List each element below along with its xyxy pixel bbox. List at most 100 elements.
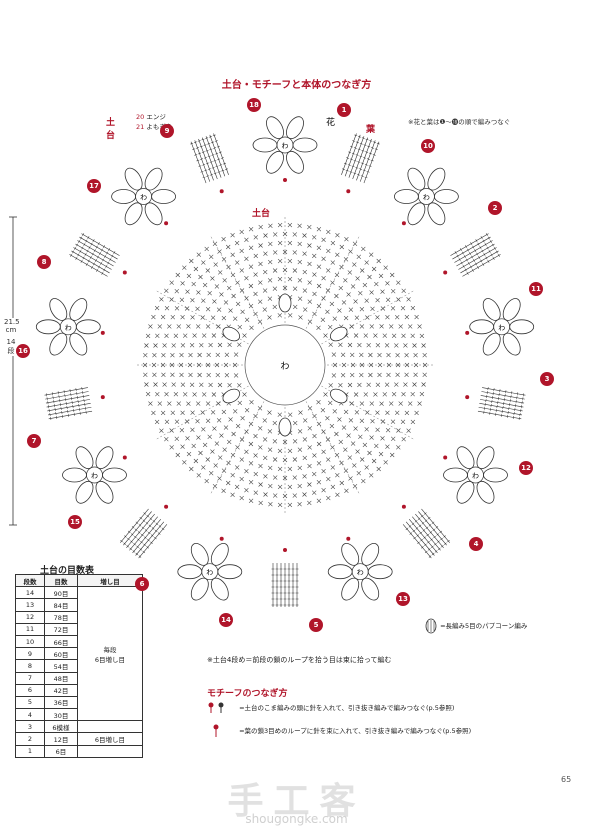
single-crochet-mark bbox=[226, 460, 231, 466]
single-crochet-mark bbox=[334, 272, 340, 278]
single-crochet-mark bbox=[237, 342, 242, 348]
single-crochet-mark bbox=[230, 272, 236, 278]
dimension-label: 21.5 cm 14 段 bbox=[4, 318, 20, 356]
single-crochet-mark bbox=[226, 285, 232, 291]
single-crochet-mark bbox=[232, 408, 238, 414]
single-crochet-mark bbox=[226, 264, 231, 270]
single-crochet-mark bbox=[277, 502, 283, 508]
single-crochet-mark bbox=[179, 427, 185, 433]
single-crochet-mark bbox=[312, 453, 317, 458]
single-crochet-mark bbox=[230, 472, 235, 478]
single-crochet-mark bbox=[161, 372, 166, 378]
single-crochet-mark bbox=[248, 264, 254, 270]
single-crochet-mark bbox=[384, 382, 390, 388]
single-crochet-mark bbox=[388, 324, 394, 329]
single-crochet-mark bbox=[253, 490, 259, 496]
row-number: 12 bbox=[15, 610, 45, 624]
single-crochet-mark bbox=[262, 307, 268, 312]
join-point bbox=[401, 221, 406, 226]
single-crochet-mark bbox=[292, 475, 298, 480]
watermark-url: shougongke.com bbox=[245, 812, 348, 826]
single-crochet-mark bbox=[151, 410, 156, 416]
yarn-row: 21 よもぎ色 bbox=[136, 123, 173, 131]
single-crochet-mark bbox=[201, 333, 207, 338]
single-crochet-mark bbox=[164, 436, 169, 442]
single-crochet-mark bbox=[208, 382, 213, 388]
single-crochet-mark bbox=[394, 314, 400, 320]
leaf-label: 葉 bbox=[365, 123, 376, 135]
single-crochet-mark bbox=[379, 401, 384, 407]
popcorn-stitch bbox=[222, 326, 241, 342]
single-crochet-mark bbox=[368, 352, 373, 358]
increase-cell bbox=[77, 720, 143, 734]
single-crochet-mark bbox=[235, 423, 241, 429]
flower-label: 花 bbox=[326, 116, 335, 128]
single-crochet-mark bbox=[390, 419, 396, 425]
single-crochet-mark bbox=[377, 352, 382, 358]
stitch-count: 30目 bbox=[44, 708, 78, 722]
single-crochet-mark bbox=[258, 482, 263, 487]
table-header-row: 段数 目数 増し目 bbox=[15, 573, 143, 588]
single-crochet-mark bbox=[272, 457, 278, 462]
single-crochet-mark bbox=[325, 457, 331, 462]
single-crochet-mark bbox=[184, 306, 190, 311]
single-crochet-mark bbox=[393, 382, 399, 387]
single-crochet-mark bbox=[153, 343, 158, 348]
single-crochet-mark bbox=[182, 265, 187, 271]
single-crochet-mark bbox=[154, 305, 160, 311]
single-crochet-mark bbox=[277, 222, 283, 228]
single-crochet-mark bbox=[145, 391, 151, 397]
single-crochet-mark bbox=[190, 314, 195, 320]
single-crochet-mark bbox=[349, 324, 355, 329]
single-crochet-mark bbox=[182, 391, 188, 397]
row-number: 1 bbox=[15, 744, 45, 758]
single-crochet-mark bbox=[359, 306, 365, 312]
stitch-count: 36目 bbox=[44, 695, 78, 710]
single-crochet-mark bbox=[197, 372, 202, 378]
single-crochet-mark bbox=[321, 487, 326, 493]
single-crochet-mark bbox=[182, 333, 188, 339]
single-crochet-mark bbox=[298, 315, 303, 320]
single-crochet-mark bbox=[360, 478, 366, 484]
single-crochet-mark bbox=[316, 399, 321, 405]
join-point bbox=[100, 330, 105, 335]
table-header: 段数 bbox=[15, 573, 45, 588]
single-crochet-mark bbox=[184, 419, 190, 424]
single-crochet-mark bbox=[371, 266, 377, 272]
single-crochet-mark bbox=[242, 392, 247, 397]
single-crochet-mark bbox=[357, 290, 363, 296]
single-crochet-mark bbox=[169, 280, 174, 286]
single-crochet-mark bbox=[237, 324, 243, 330]
single-crochet-mark bbox=[277, 412, 283, 418]
single-crochet-mark bbox=[367, 274, 372, 280]
join-point bbox=[164, 221, 169, 226]
single-crochet-mark bbox=[338, 342, 343, 348]
single-crochet-mark bbox=[297, 296, 303, 302]
single-crochet-mark bbox=[335, 492, 340, 498]
single-crochet-mark bbox=[404, 372, 409, 378]
single-crochet-mark bbox=[233, 373, 239, 378]
single-crochet-mark bbox=[174, 419, 180, 425]
single-crochet-mark bbox=[325, 415, 330, 421]
single-crochet-mark bbox=[287, 222, 293, 228]
single-crochet-mark bbox=[307, 280, 313, 285]
single-crochet-mark bbox=[210, 315, 216, 321]
single-crochet-mark bbox=[211, 333, 217, 338]
yarn-label: 土台 bbox=[106, 118, 116, 141]
single-crochet-mark bbox=[338, 439, 344, 445]
join-point bbox=[346, 536, 351, 541]
single-crochet-mark bbox=[201, 260, 206, 265]
single-crochet-mark bbox=[348, 307, 354, 313]
single-crochet-mark bbox=[297, 277, 303, 283]
magic-ring-symbol: わ bbox=[423, 194, 430, 202]
single-crochet-mark bbox=[375, 427, 380, 433]
single-crochet-mark bbox=[199, 342, 204, 348]
single-crochet-mark bbox=[227, 342, 232, 348]
single-crochet-mark bbox=[359, 268, 365, 273]
flower-motif: わ bbox=[62, 446, 127, 504]
single-crochet-mark bbox=[258, 463, 263, 469]
spoke-line bbox=[210, 401, 265, 494]
magic-ring-symbol: わ bbox=[140, 194, 147, 202]
single-crochet-mark bbox=[378, 273, 384, 279]
single-crochet-mark bbox=[263, 492, 268, 497]
